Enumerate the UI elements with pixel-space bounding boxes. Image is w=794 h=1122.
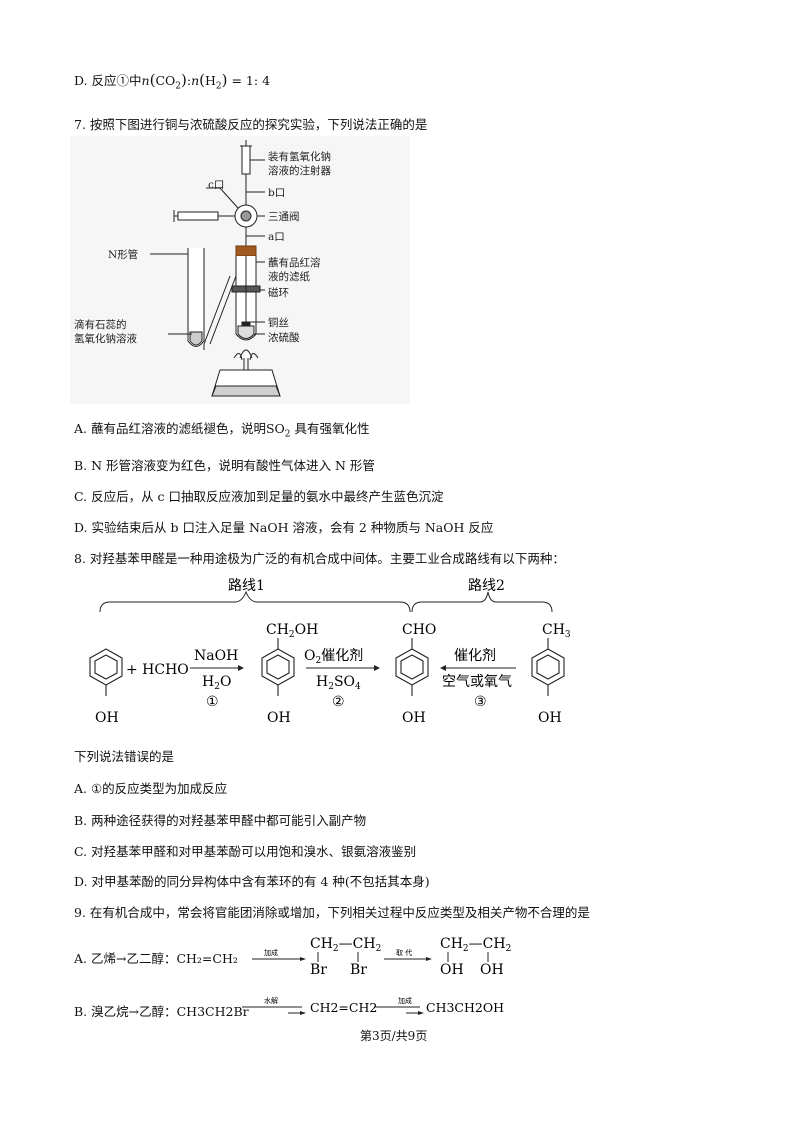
label-filter-paper-1: 蘸有品红溶 [268,256,321,269]
co2-sub: 2 [175,81,181,92]
br-1: Br [310,962,327,978]
oh-2: OH [480,962,504,978]
ch2oh-label: CH2OH [266,622,318,640]
step1-label: ① [206,694,219,710]
plus-hcho: + HCHO [126,662,189,678]
label-litmus-2: 氢氧化钠溶液 [74,332,137,345]
addition-b-label: 加成 [398,996,412,1005]
hydroxybenzyl-alcohol-structure [261,638,295,696]
label-syringe: 装有氢氧化钠 [268,150,331,163]
phenol-structure [89,648,123,696]
label-b-port: b口 [268,187,285,199]
co2: CO [155,73,176,88]
ethylene-product: CH2=CH2 [310,1000,377,1015]
ch3-label: CH3 [542,622,571,640]
q7-stem: 7. 按照下图进行铜与浓硫酸反应的探究实验，下列说法正确的是 [74,117,428,132]
q7-option-c: C. 反应后，从 c 口抽取反应液加到足量的氨水中最终产生蓝色沉淀 [74,489,444,504]
q9-option-a-scheme: 加成 CH2—CH2 Br Br 取 代 CH2—CH2 OH OH [252,936,511,978]
paren: ) [221,71,228,89]
p-cresol-structure [531,638,565,696]
label-copper-wire: 铜丝 [268,317,289,329]
ratio: = 1: 4 [231,73,271,88]
q8-synthesis-scheme: 路线1 路线2 OH + HCHO NaOH H2O ① CH2OH OH O2… [89,578,571,726]
ch2-ch2-br: CH2—CH2 [310,936,381,954]
so2-sub: 2 [284,429,291,440]
q8-option-a: A. ①的反应类型为加成反应 [74,781,228,796]
step2-label: ② [332,694,345,710]
hydroxybenzaldehyde-structure [395,638,429,696]
ch2-ch2-oh: CH2—CH2 [440,936,511,954]
hydrolysis-label: 水解 [264,996,278,1005]
cho-label: CHO [402,622,436,638]
q8-option-c: C. 对羟基苯甲醛和对甲基苯酚可以用饱和溴水、银氨溶液鉴别 [74,844,417,859]
q7-option-d: D. 实验结束后从 b 口注入足量 NaOH 溶液，会有 2 种物质与 NaOH… [74,520,494,535]
q8-option-b: B. 两种途径获得的对羟基苯甲醛中都可能引入副产物 [74,813,367,828]
q9-option-b-label: B. 溴乙烷→乙醇：CH3CH2Br [74,1004,249,1019]
q8-stem: 8. 对羟基苯甲醛是一种用途极为广泛的有机合成中间体。主要工业合成路线有以下两种… [74,551,565,566]
paren: ( [199,71,205,89]
q7-option-a: A. 蘸有品红溶液的滤纸褪色，说明SO2 具有强氧化性 [74,418,370,440]
br-2: Br [350,962,367,978]
aldehyde-oh: OH [402,710,426,726]
h2-sub: 2 [215,81,222,92]
step3-label: ③ [474,694,487,710]
alcohol-oh: OH [267,710,291,726]
paren: ( [149,71,156,89]
q9-option-b: B. 溴乙烷→乙醇：CH3CH2Br [74,1001,249,1020]
paren: ) [181,71,187,89]
route2-label: 路线2 [468,578,505,594]
h2: H [205,73,216,88]
q7-option-a-text: A. 蘸有品红溶液的滤纸褪色，说明SO [74,421,285,436]
q7-option-a-text-2: 具有强氧化性 [290,421,370,436]
catalyst-label: 催化剂 [454,648,496,664]
route1-label: 路线1 [228,578,265,594]
q8-sub-stem: 下列说法错误的是 [74,749,175,764]
q7-apparatus-figure: 装有氢氧化钠 溶液的注射器 c口 b口 三通阀 a口 N形管 蘸有品红溶 液的滤… [70,136,410,404]
q9-option-a-label: A. 乙烯→乙二醇：CH₂=CH₂ [74,951,238,966]
label-syringe-2: 溶液的注射器 [268,164,331,177]
h2so4-label: H2SO4 [316,674,361,692]
phenol-oh: OH [95,710,119,726]
q6-option-d-prefix: D. 反应①中 [74,73,142,88]
q8-option-d: D. 对甲基苯酚的同分异构体中含有苯环的有 4 种(不包括其本身) [74,874,430,889]
label-a-port: a口 [268,231,285,243]
label-filter-paper-2: 液的滤纸 [268,270,310,283]
addition-label: 加成 [264,948,278,957]
substitution-label: 取 代 [396,948,412,957]
label-litmus-1: 滴有石蕊的 [74,318,127,331]
air-oxygen-label: 空气或氧气 [442,674,512,690]
h2o-label: H2O [202,674,231,692]
q7-option-b: B. N 形管溶液变为红色，说明有酸性气体进入 N 形管 [74,458,375,473]
o2-catalyst-label: O2催化剂 [304,648,363,666]
label-n-tube: N形管 [108,248,138,261]
cresol-oh: OH [538,710,562,726]
ethanol-product: CH3CH2OH [426,1000,504,1015]
q9-stem: 9. 在有机合成中，常会将官能团消除或增加，下列相关过程中反应类型及相关产物不合… [74,905,590,920]
page-footer: 第3页/共9页 [360,1029,428,1043]
oh-1: OH [440,962,464,978]
n-symbol: n [191,73,200,88]
q6-option-d: D. 反应①中n(CO2):n(H2) = 1: 4 [74,71,271,92]
naoh-label: NaOH [194,648,238,664]
label-conc-acid: 浓硫酸 [268,331,300,344]
label-c-port: c口 [208,179,224,191]
label-magnet-ring: 磁环 [268,286,289,299]
n-symbol: n [141,73,150,88]
q9-option-b-scheme: 水解 CH2=CH2 加成 CH3CH2OH [242,996,504,1015]
label-three-way-valve: 三通阀 [268,210,300,223]
